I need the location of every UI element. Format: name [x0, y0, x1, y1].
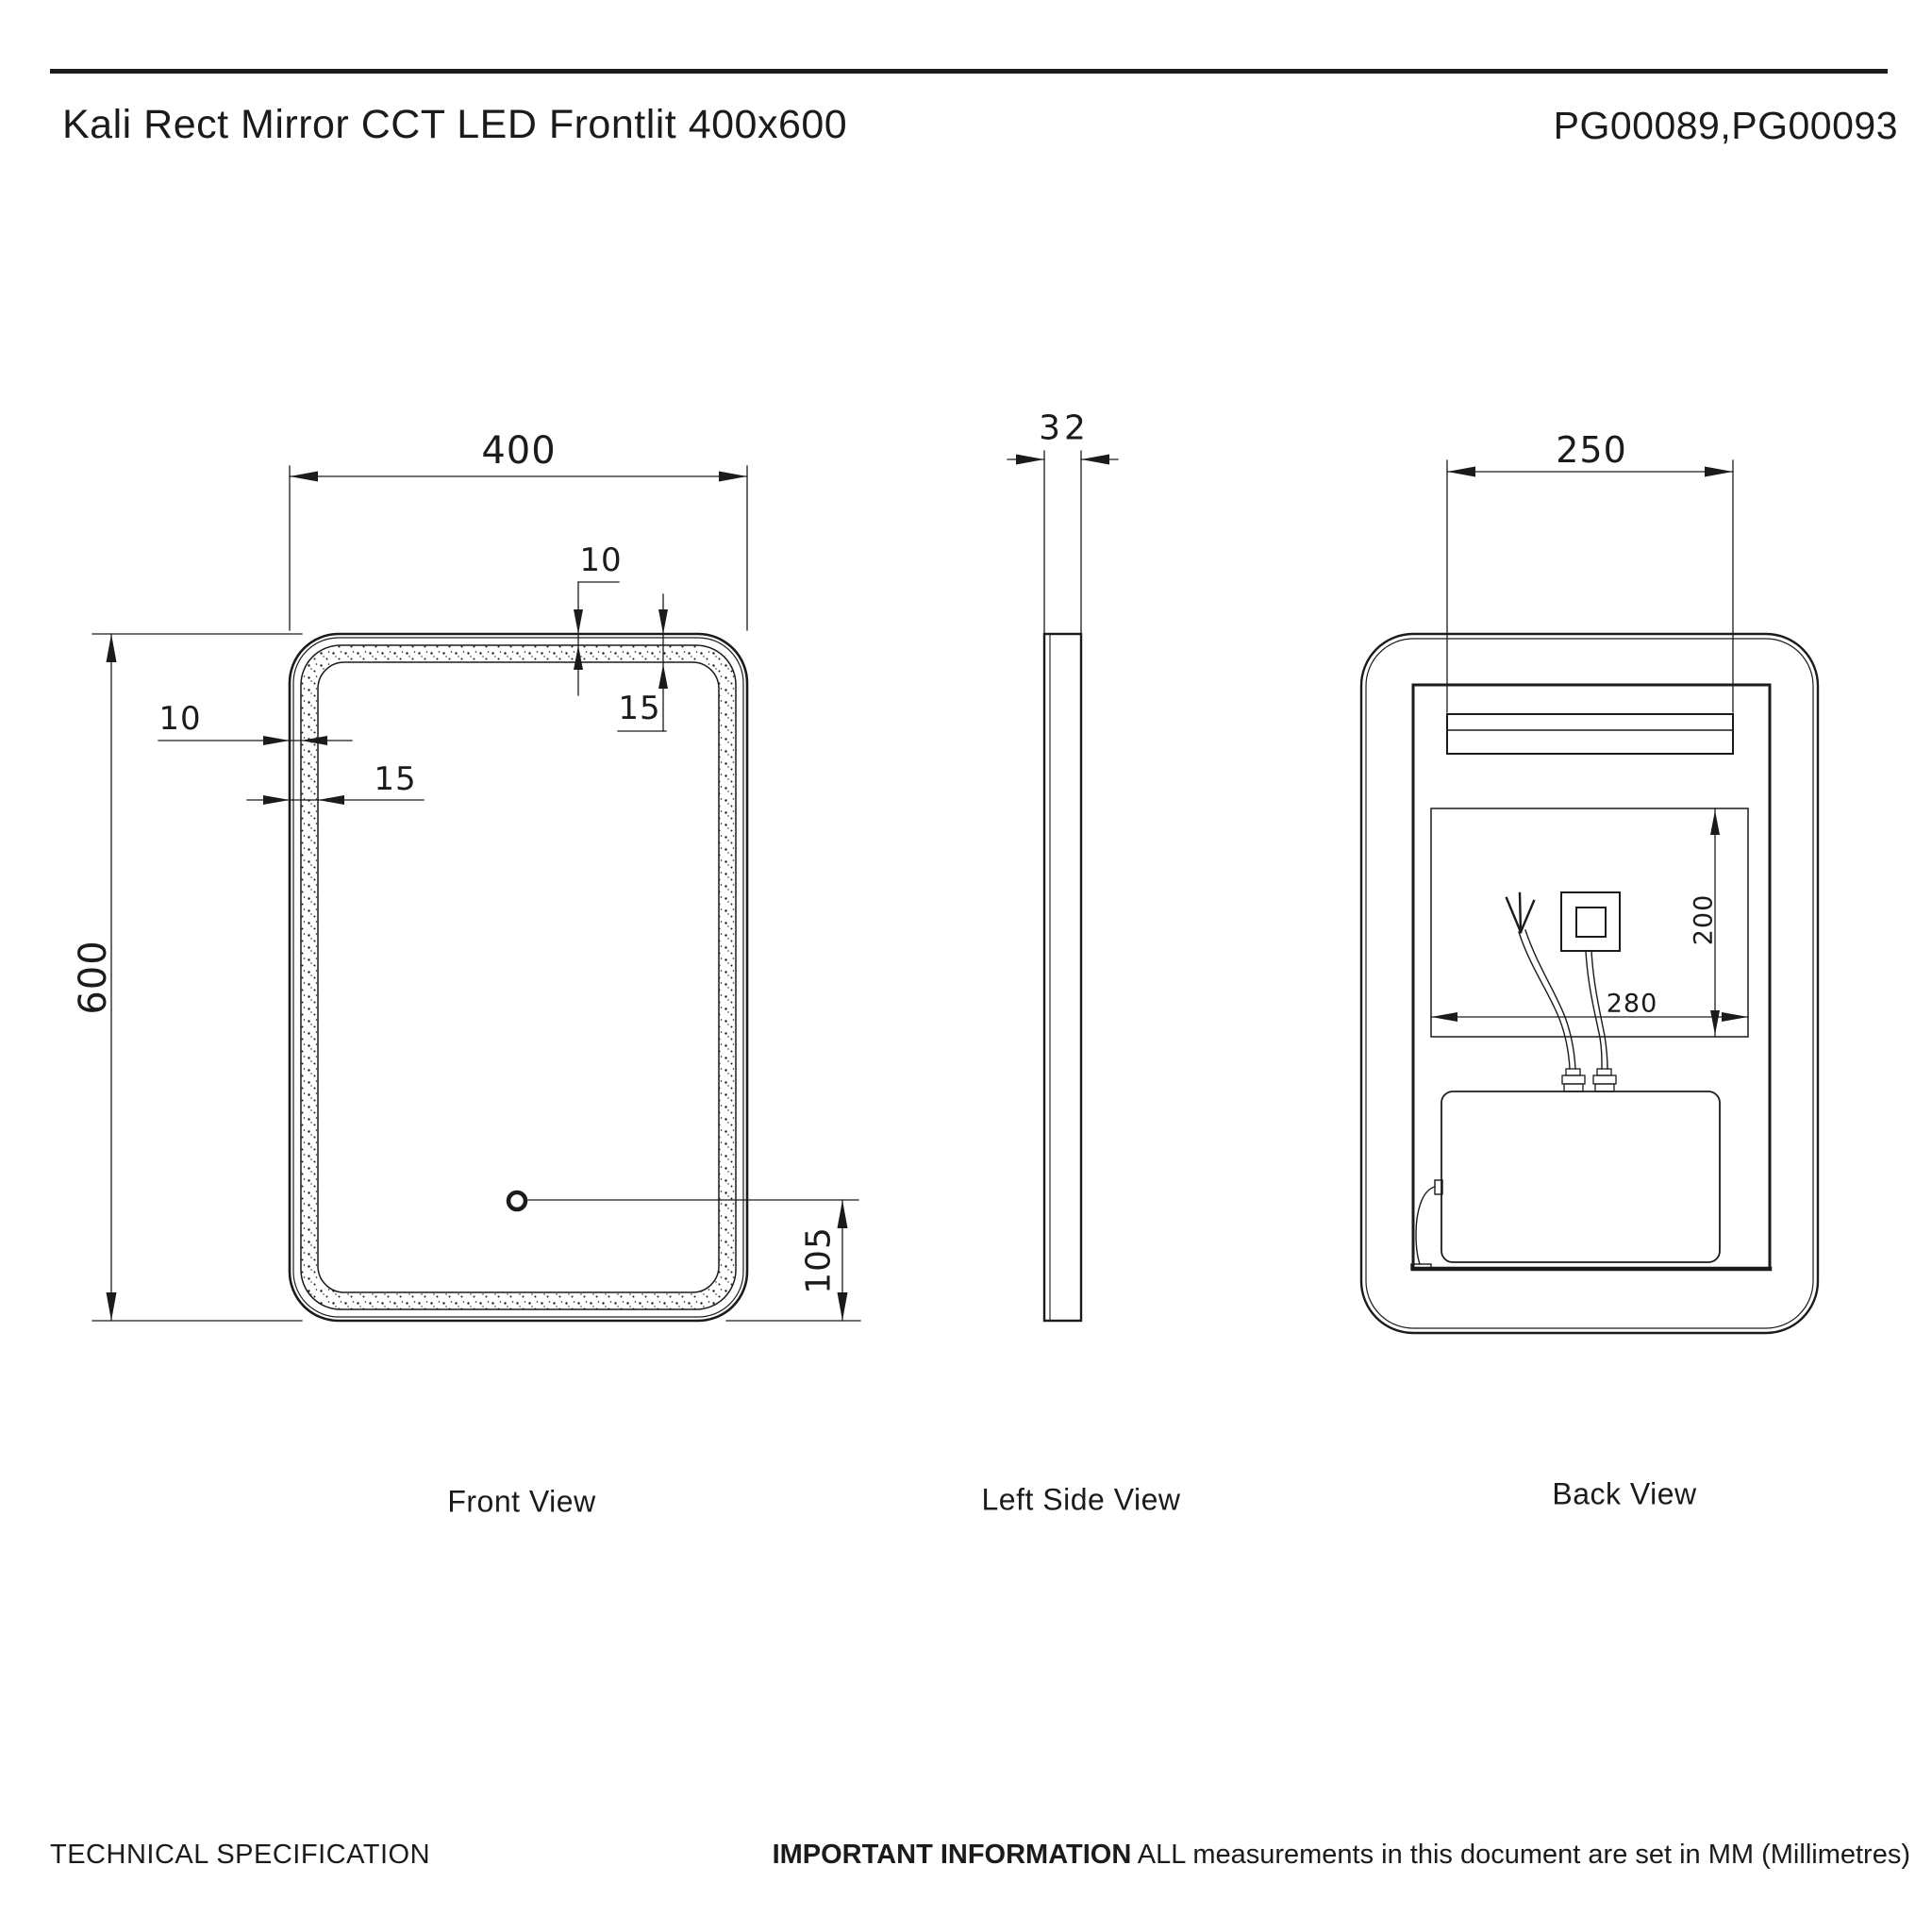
dim-front-led-gap-left: 10 [158, 700, 202, 738]
front-view-caption: Front View [447, 1484, 596, 1519]
dim-front-width: 400 [481, 429, 557, 473]
dim-front-height: 600 [72, 940, 115, 1015]
dim-front-led-gap-top: 10 [579, 541, 623, 579]
dim-back-cutout-height: 200 [1689, 893, 1719, 946]
page-title: Kali Rect Mirror CCT LED Frontlit 400x60… [62, 102, 848, 147]
dim-back-bracket-width: 250 [1556, 429, 1627, 471]
footer-notice: IMPORTANT INFORMATION ALL measurements i… [773, 1840, 1910, 1871]
front-view-drawing [92, 465, 861, 1323]
dim-front-led-band-left: 15 [374, 760, 417, 798]
dim-back-cutout-width: 280 [1606, 989, 1658, 1019]
side-view-drawing [1007, 450, 1119, 1323]
back-view-drawing [1359, 459, 1820, 1335]
dim-side-depth: 32 [1039, 408, 1090, 448]
side-view-caption: Left Side View [981, 1482, 1181, 1517]
dim-front-sensor-offset: 105 [799, 1226, 839, 1294]
header-rule [50, 69, 1888, 74]
footer-notice-label: IMPORTANT INFORMATION [772, 1840, 1132, 1870]
product-codes: PG00089,PG00093 [1553, 104, 1898, 147]
footer-section-label: TECHNICAL SPECIFICATION [50, 1840, 431, 1870]
back-view-caption: Back View [1552, 1476, 1697, 1511]
footer-notice-text: ALL measurements in this document are se… [1131, 1840, 1910, 1870]
dim-front-led-band-top: 15 [618, 690, 661, 727]
